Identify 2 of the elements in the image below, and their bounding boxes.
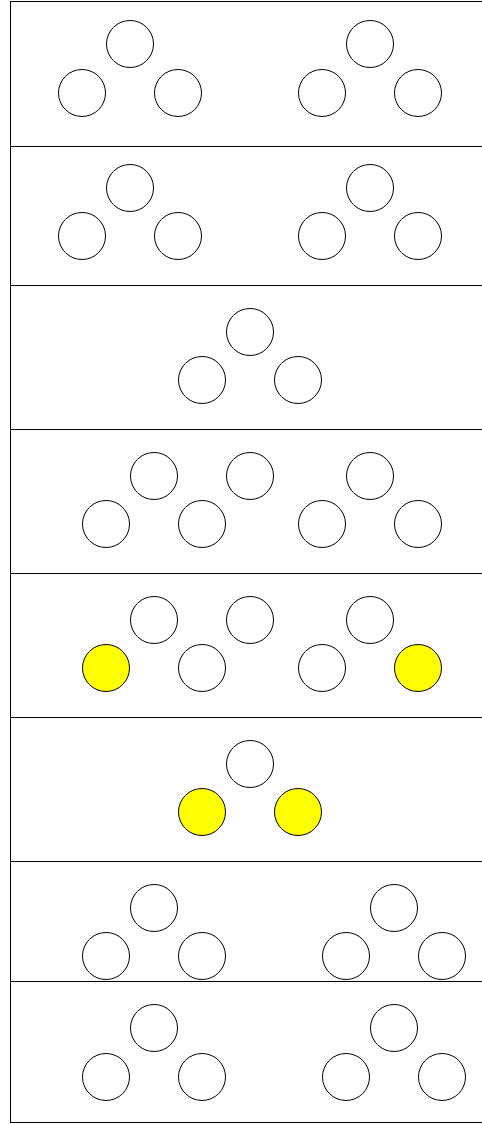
panel-band — [10, 981, 482, 1123]
panel-band — [10, 1, 482, 147]
